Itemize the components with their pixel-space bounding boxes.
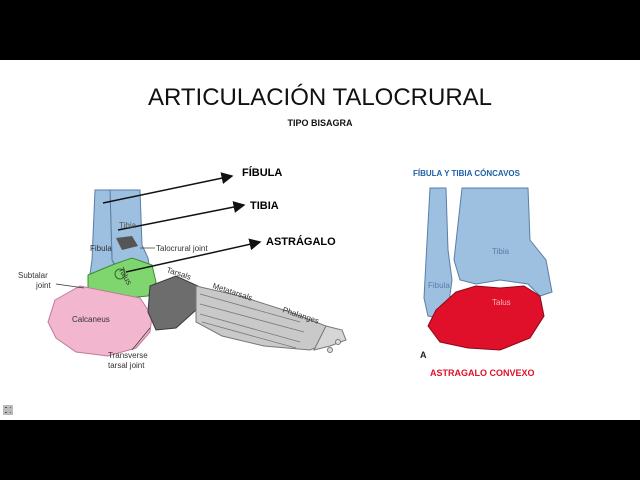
right-tibia-label: Tibia bbox=[492, 247, 510, 256]
tibia-callout-arrow bbox=[117, 201, 246, 231]
toe-tip bbox=[327, 347, 333, 353]
calcaneus-bone bbox=[47, 285, 153, 357]
talocrural-joint-label: Talocrural joint bbox=[156, 244, 208, 253]
transverse-label-line1: Transverse bbox=[108, 351, 148, 360]
slide-toolbar bbox=[2, 404, 66, 418]
subtalar-leader bbox=[55, 283, 85, 289]
subtalar-label-line1: Subtalar bbox=[18, 271, 48, 280]
slide: ARTICULACIÓN TALOCRURAL TIPO BISAGRA bbox=[0, 60, 640, 420]
right-talus-label: Talus bbox=[492, 298, 511, 307]
transverse-leader bbox=[131, 327, 151, 351]
arrow-right-icon[interactable] bbox=[3, 405, 66, 418]
tarsal-bones bbox=[147, 275, 199, 331]
fibula-callout: FÍBULA bbox=[242, 166, 282, 179]
metatarsal-lines bbox=[199, 293, 305, 349]
calcaneus-label: Calcaneus bbox=[72, 315, 110, 324]
right-fibula-label: Fibula bbox=[428, 281, 450, 290]
slide-subtitle: TIPO BISAGRA bbox=[287, 118, 353, 128]
transverse-label-line2: tarsal joint bbox=[108, 361, 145, 370]
talus-circle-mark bbox=[114, 268, 126, 280]
right-caption: ASTRAGALO CONVEXO bbox=[430, 368, 535, 378]
subtalar-label-line2: joint bbox=[35, 281, 51, 290]
tibia-label: Tibia bbox=[119, 221, 137, 230]
astragalo-callout: ASTRÁGALO bbox=[266, 235, 336, 248]
slide-title: ARTICULACIÓN TALOCRURAL bbox=[147, 84, 493, 111]
fibula-callout-arrow bbox=[102, 172, 234, 204]
right-talus-bone bbox=[427, 285, 545, 351]
menu-icon[interactable] bbox=[3, 405, 49, 418]
fibula-label: Fibula bbox=[90, 244, 112, 253]
foot-diagram: FÍBULA TIBIA ASTRÁGALO Tibia Fibula Talo… bbox=[18, 166, 553, 378]
toe-tip bbox=[335, 339, 341, 345]
talocrural-joint-mark bbox=[116, 236, 138, 250]
right-heading: FÍBULA Y TIBIA CÓNCAVOS bbox=[413, 169, 521, 178]
right-fibula-bone bbox=[423, 187, 453, 319]
panel-letter: A bbox=[420, 350, 427, 360]
right-tibia-bone bbox=[453, 187, 553, 297]
tibia-callout: TIBIA bbox=[250, 200, 279, 212]
astragalo-callout-arrow bbox=[125, 238, 262, 273]
pencil-icon[interactable] bbox=[4, 405, 32, 418]
